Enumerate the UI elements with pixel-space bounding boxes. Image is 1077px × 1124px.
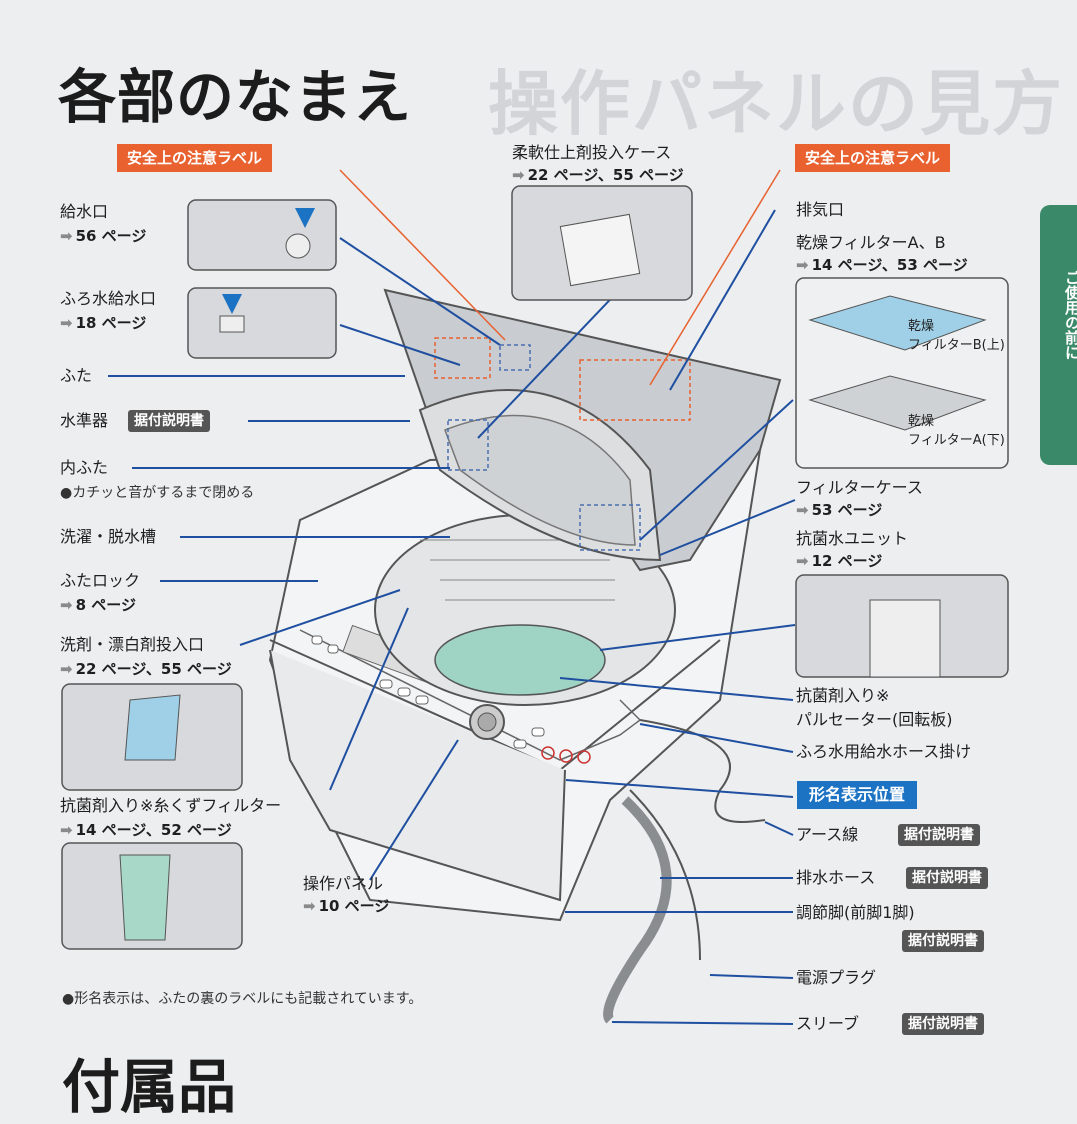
washer-illustration bbox=[61, 169, 1009, 1025]
bath-inlet-ref[interactable]: ➡18 ページ bbox=[60, 314, 147, 332]
arrow-icon: ➡ bbox=[60, 314, 73, 332]
filter-case-ref[interactable]: ➡53 ページ bbox=[796, 501, 883, 519]
inset-bath-inlet bbox=[187, 287, 337, 359]
arrow-icon: ➡ bbox=[60, 821, 73, 839]
earth-label: アース線 bbox=[796, 825, 859, 844]
arrow-icon: ➡ bbox=[796, 256, 809, 274]
inner-lid-label: 内ふた bbox=[60, 458, 109, 477]
panel-ref[interactable]: ➡10 ページ bbox=[303, 897, 390, 915]
bath-inlet-label: ふろ水給水口 bbox=[60, 289, 157, 308]
dry-filter-a-line1: 乾燥 bbox=[908, 414, 935, 429]
accessories-heading: 付属品 bbox=[62, 1053, 237, 1121]
dry-filter-ref[interactable]: ➡14 ページ、53 ページ bbox=[796, 256, 968, 274]
earth-badge: 据付説明書 bbox=[898, 824, 980, 846]
sleeve-badge: 据付説明書 bbox=[902, 1013, 984, 1035]
lid-lock-label: ふたロック bbox=[60, 571, 141, 590]
filter-case-label: フィルターケース bbox=[796, 478, 923, 497]
ghost-heading: 操作パネルの見方 bbox=[488, 63, 1064, 145]
side-tab[interactable] bbox=[1040, 205, 1077, 465]
arrow-icon: ➡ bbox=[60, 596, 73, 614]
lid-label: ふた bbox=[60, 366, 93, 385]
arrow-bath-inlet bbox=[222, 294, 242, 314]
softener-case-label: 柔軟仕上剤投入ケース bbox=[512, 143, 672, 162]
drain-hose-label: 排水ホース bbox=[796, 868, 876, 887]
ag-unit-label: 抗菌水ユニット bbox=[796, 529, 909, 548]
dry-filter-a-line2: フィルターA(下) bbox=[908, 433, 1005, 448]
footnote: ●形名表示は、ふたの裏のラベルにも記載されています。 bbox=[62, 991, 423, 1007]
softener-case-ref[interactable]: ➡22 ページ、55 ページ bbox=[512, 166, 684, 184]
lid-lock-ref[interactable]: ➡8 ページ bbox=[60, 596, 136, 614]
pulsator-label-line1: 抗菌剤入り※ bbox=[796, 686, 890, 705]
side-tab-label: ご使用の前に bbox=[1063, 270, 1077, 360]
exhaust-label: 排気口 bbox=[796, 200, 845, 219]
bath-hose-hook-label: ふろ水用給水ホース掛け bbox=[796, 742, 972, 761]
dry-filter-b-line2: フィルターB(上) bbox=[908, 338, 1005, 353]
lint-filter-label: 抗菌剤入り※糸くずフィルター bbox=[60, 796, 282, 815]
arrow-icon: ➡ bbox=[796, 552, 809, 570]
dry-filter-label: 乾燥フィルターA、B bbox=[796, 233, 946, 252]
level-badge: 据付説明書 bbox=[128, 410, 210, 432]
pulsator bbox=[434, 624, 606, 696]
drain-hose-badge: 据付説明書 bbox=[906, 867, 988, 889]
water-inlet-ref[interactable]: ➡56 ページ bbox=[60, 227, 147, 245]
arrow-icon: ➡ bbox=[796, 501, 809, 519]
ag-unit-ref[interactable]: ➡12 ページ bbox=[796, 552, 883, 570]
plug-label: 電源プラグ bbox=[796, 968, 877, 987]
arrow-icon: ➡ bbox=[512, 166, 525, 184]
detergent-ref[interactable]: ➡22 ページ、55 ページ bbox=[60, 660, 232, 678]
safety-label-left: 安全上の注意ラベル bbox=[117, 144, 273, 172]
water-inlet-label: 給水口 bbox=[60, 202, 109, 221]
arrow-water-inlet bbox=[295, 208, 315, 228]
level-label: 水準器 bbox=[60, 411, 109, 430]
detergent-label: 洗剤・漂白剤投入口 bbox=[60, 635, 205, 654]
inner-lid-note: ●カチッと音がするまで閉める bbox=[60, 485, 255, 501]
sleeve-label: スリーブ bbox=[796, 1014, 860, 1033]
foot-label: 調節脚(前脚1脚) bbox=[796, 903, 915, 922]
pulsator-label-line2: パルセーター(回転板) bbox=[796, 710, 953, 729]
model-position-badge: 形名表示位置 bbox=[797, 781, 918, 809]
safety-label-right: 安全上の注意ラベル bbox=[795, 144, 951, 172]
arrow-icon: ➡ bbox=[60, 227, 73, 245]
arrow-icon: ➡ bbox=[60, 660, 73, 678]
arrow-icon: ➡ bbox=[303, 897, 316, 915]
inset-water-inlet bbox=[187, 199, 337, 271]
lint-filter-ref[interactable]: ➡14 ページ、52 ページ bbox=[60, 821, 232, 839]
tub-label: 洗濯・脱水槽 bbox=[60, 527, 157, 546]
page-title: 各部のなまえ bbox=[58, 63, 413, 131]
foot-badge: 据付説明書 bbox=[902, 930, 984, 952]
panel-label: 操作パネル bbox=[303, 874, 384, 893]
dry-filter-b-line1: 乾燥 bbox=[908, 319, 935, 334]
